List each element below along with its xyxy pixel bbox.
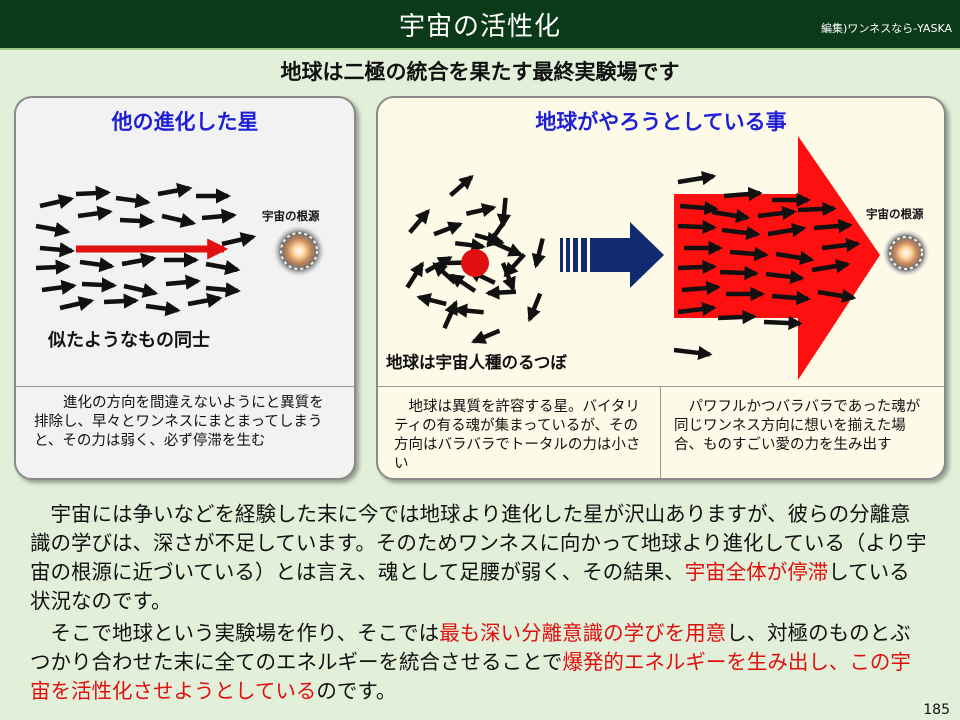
earth-diagram bbox=[405, 136, 930, 380]
direction-arrow bbox=[39, 242, 75, 258]
direction-arrow bbox=[424, 255, 453, 274]
cosmic-source-label: 宇宙の根源 bbox=[866, 207, 924, 221]
direction-arrow bbox=[145, 301, 181, 317]
direction-arrow bbox=[454, 238, 486, 253]
direction-arrow bbox=[157, 182, 193, 198]
direction-arrow bbox=[723, 186, 763, 202]
direction-arrow bbox=[449, 174, 474, 197]
direction-arrow bbox=[103, 293, 140, 309]
direction-arrow bbox=[449, 273, 477, 293]
direction-arrow bbox=[452, 303, 484, 318]
direction-arrow bbox=[35, 259, 72, 275]
direction-arrow bbox=[161, 212, 197, 228]
direction-arrow bbox=[775, 250, 815, 266]
direction-arrow bbox=[59, 296, 95, 312]
cosmic-source-ring-icon bbox=[889, 236, 923, 270]
direction-arrow bbox=[765, 269, 805, 285]
other-stars-diagram bbox=[35, 182, 325, 317]
big-red-arrow bbox=[674, 136, 880, 380]
direction-arrow bbox=[486, 220, 506, 248]
direction-arrow bbox=[75, 185, 112, 201]
direction-arrow bbox=[115, 193, 151, 209]
direction-arrow bbox=[677, 259, 717, 275]
direction-arrow bbox=[797, 201, 837, 217]
other-stars-description: 進化の方向を間違えないようにと異質を排除し、早々とワンネスにまとまってしまうと、… bbox=[34, 395, 324, 449]
direction-arrow bbox=[471, 328, 501, 344]
direction-arrow bbox=[187, 292, 223, 308]
direction-arrow bbox=[119, 213, 156, 229]
direction-arrow bbox=[121, 252, 157, 268]
direction-arrow bbox=[721, 225, 761, 241]
direction-arrow bbox=[679, 200, 719, 216]
divider bbox=[378, 386, 944, 387]
divider bbox=[16, 386, 354, 387]
direction-arrow bbox=[408, 208, 430, 234]
direction-arrow bbox=[503, 252, 526, 278]
direction-arrow bbox=[673, 345, 713, 361]
direction-arrow bbox=[677, 219, 717, 235]
direction-arrow bbox=[717, 309, 757, 325]
direction-arrow bbox=[677, 301, 717, 317]
direction-arrow bbox=[35, 222, 71, 238]
aligned-arrows bbox=[35, 182, 257, 317]
unity-description: パワフルかつバラバラであった魂が同じワンネス方向に想いを揃えた場合、ものすごい愛… bbox=[674, 399, 921, 453]
paragraph-1: 宇宙には争いなどを経験した末に今では地球より進化した星が沢山ありますが、彼らの分… bbox=[30, 502, 927, 613]
direction-arrow bbox=[79, 257, 115, 273]
direction-arrow bbox=[205, 260, 241, 276]
divider bbox=[660, 386, 661, 478]
header-bar: 宇宙の活性化 編集)ワンネスなら-YASKA bbox=[0, 0, 960, 50]
direction-arrow bbox=[681, 280, 721, 296]
earth-title: 地球がやろうとしている事 bbox=[535, 110, 787, 134]
direction-arrow bbox=[811, 258, 851, 274]
other-stars-panel: 他の進化した星 宇宙の根源 似たようなもの同士 進化の方向を間違えないようにと異… bbox=[14, 96, 356, 480]
cosmic-source-label: 宇宙の根源 bbox=[262, 209, 320, 223]
direction-arrow bbox=[442, 299, 458, 330]
direction-arrow bbox=[81, 277, 118, 293]
direction-arrow bbox=[813, 218, 853, 234]
direction-arrow bbox=[496, 197, 512, 229]
direction-arrow bbox=[416, 293, 447, 307]
direction-arrow bbox=[531, 237, 546, 269]
earth-core bbox=[461, 249, 489, 277]
direction-arrow bbox=[77, 205, 113, 221]
direction-arrow bbox=[767, 222, 807, 238]
earth-panel: 地球がやろうとしている事 bbox=[376, 96, 946, 480]
similar-souls-caption: 似たようなもの同士 bbox=[48, 330, 210, 351]
paragraph-2: そこで地球という実験場を作り、そこでは最も深い分離意識の学びを用意し、対極のもの… bbox=[30, 621, 911, 703]
direction-arrow bbox=[123, 282, 159, 298]
direction-arrow bbox=[165, 274, 201, 290]
direction-arrow bbox=[757, 205, 797, 221]
cosmic-source-ring-icon bbox=[280, 232, 318, 270]
direction-arrow bbox=[677, 170, 717, 186]
body-text: 宇宙には争いなどを経験した末に今では地球より進化した星が沢山ありますが、彼らの分… bbox=[30, 500, 930, 706]
direction-arrow bbox=[39, 194, 75, 210]
page-title: 宇宙の活性化 bbox=[398, 12, 561, 42]
direction-arrow bbox=[41, 279, 77, 295]
direction-arrow bbox=[465, 203, 497, 218]
credit-label: 編集)ワンネスなら-YASKA bbox=[821, 22, 952, 35]
direction-arrow bbox=[205, 282, 241, 298]
subtitle: 地球は二極の統合を果たす最終実験場です bbox=[280, 60, 680, 84]
direction-arrow bbox=[771, 290, 811, 306]
direction-arrow bbox=[711, 208, 751, 224]
direction-arrow bbox=[433, 221, 463, 237]
direction-arrow bbox=[493, 241, 524, 257]
page-number: 185 bbox=[923, 702, 950, 718]
direction-arrow bbox=[821, 237, 861, 253]
direction-arrow bbox=[719, 265, 759, 281]
melting-pot-caption: 地球は宇宙人種のるつぼ bbox=[386, 353, 567, 372]
other-stars-title: 他の進化した星 bbox=[111, 110, 259, 134]
direction-arrow bbox=[221, 232, 257, 248]
direction-arrow bbox=[729, 246, 769, 262]
direction-arrow bbox=[201, 208, 237, 224]
transition-arrow-icon bbox=[560, 222, 664, 288]
direction-arrow bbox=[527, 292, 543, 323]
earth-description: 地球は異質を許容する星。バイタリティの有る魂が集まっているが、その方向はバラバラ… bbox=[394, 399, 641, 472]
aligned-souls-arrows bbox=[673, 170, 861, 361]
direction-arrow bbox=[405, 261, 425, 289]
scattered-arrows bbox=[405, 174, 546, 344]
direction-arrow bbox=[485, 285, 517, 300]
direction-arrow bbox=[817, 288, 857, 304]
direction-arrow bbox=[763, 315, 803, 331]
